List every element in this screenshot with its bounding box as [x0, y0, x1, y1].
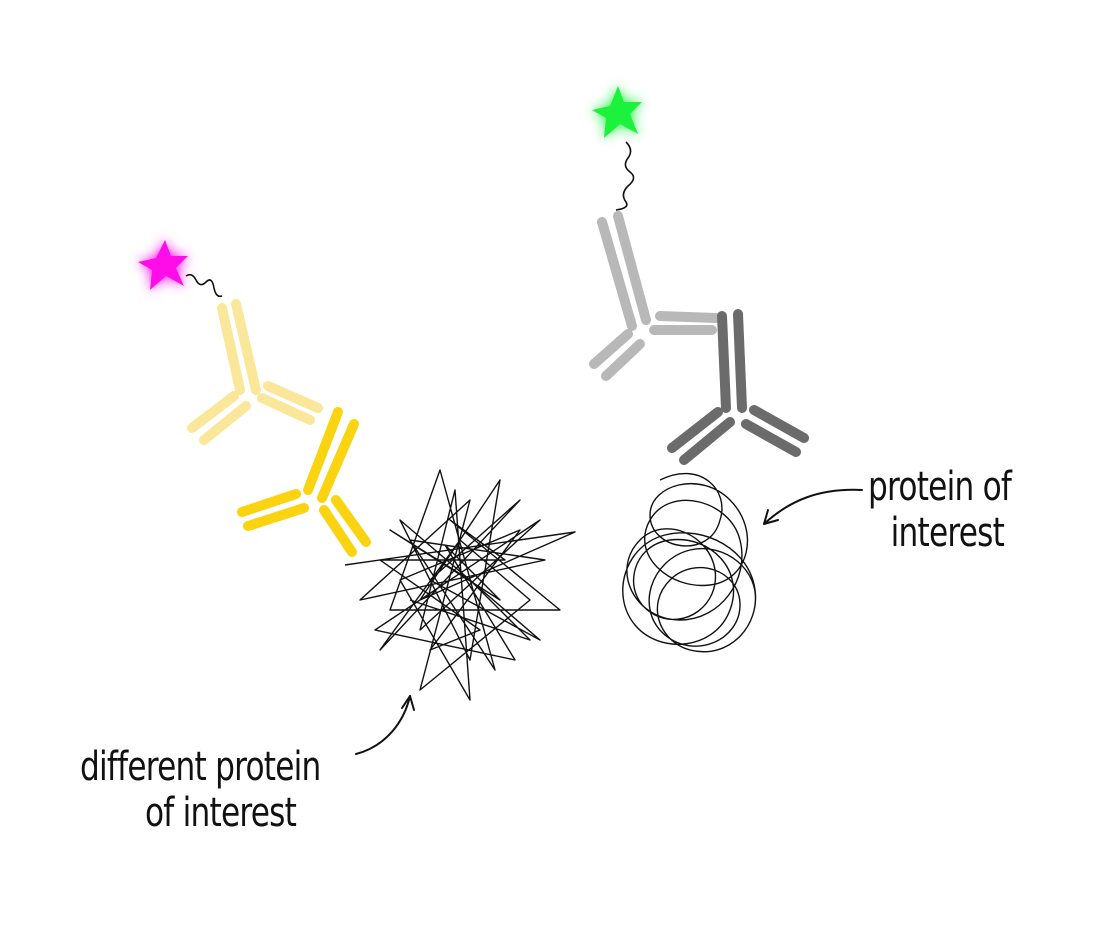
arrow-protein-of-interest	[763, 488, 863, 525]
linker-wire-right	[615, 141, 635, 211]
secondary-antibody-gray	[589, 211, 721, 381]
label-protein-of-interest-line1: protein of	[868, 464, 1012, 510]
arrow-different-protein	[355, 695, 415, 755]
label-protein-of-interest: protein of interest	[868, 464, 1012, 556]
label-different-protein-line2: of interest	[144, 790, 297, 836]
primary-antibody-yellow	[237, 407, 371, 557]
label-different-protein: different protein of interest	[80, 744, 321, 836]
different-protein-scribble	[344, 469, 576, 701]
primary-antibody-gray	[667, 309, 809, 465]
label-protein-of-interest-line2: interest	[890, 510, 1005, 556]
secondary-antibody-yellow	[187, 299, 323, 445]
star-icon	[592, 86, 642, 138]
protein-of-interest-scribble	[622, 473, 757, 653]
label-different-protein-line1: different protein	[80, 744, 321, 790]
linker-wire-left	[185, 273, 223, 298]
star-icon	[138, 240, 188, 290]
